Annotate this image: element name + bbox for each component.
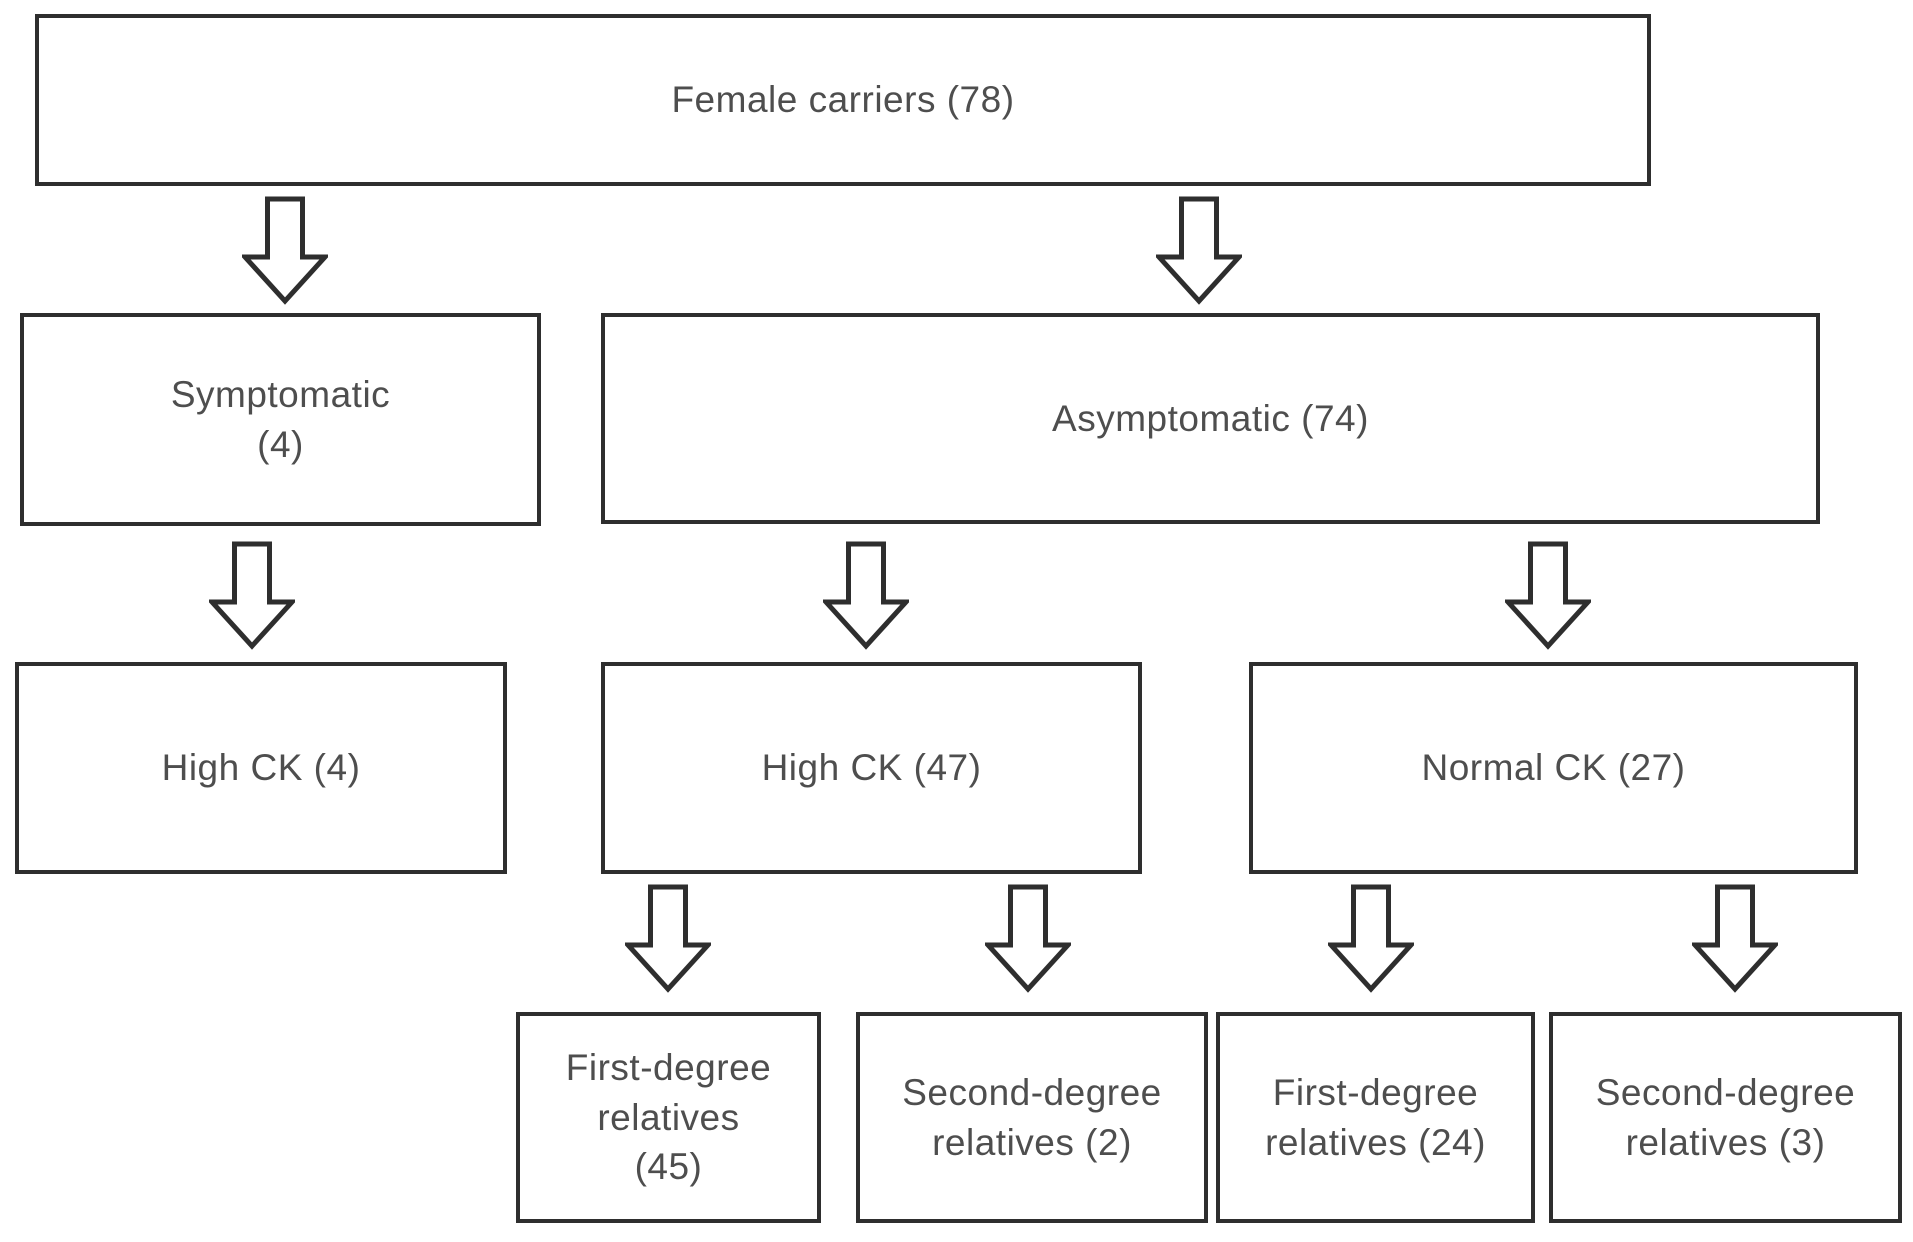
node-female-carriers-label: Female carriers (78): [671, 79, 1015, 121]
node-second-degree-relatives-3: Second-degree relatives (3): [1549, 1012, 1902, 1223]
node-second-degree-relatives-2-label: Second-degree relatives (2): [902, 1071, 1162, 1163]
node-normal-ck-27: Normal CK (27): [1249, 662, 1858, 874]
arrow-asymptomatic-to-normal-ck-27-icon: [1505, 541, 1591, 650]
arrow-female-carriers-to-asymptomatic-icon: [1156, 196, 1242, 305]
node-first-degree-relatives-45: First-degree relatives (45): [516, 1012, 821, 1223]
arrow-high-ck-47-to-first-degree-relatives-45-icon: [625, 884, 711, 993]
node-asymptomatic: Asymptomatic (74): [601, 313, 1820, 524]
node-second-degree-relatives-2: Second-degree relatives (2): [856, 1012, 1208, 1223]
node-symptomatic-label: Symptomatic (4): [170, 373, 391, 465]
node-high-ck-4-label: High CK (4): [161, 747, 361, 789]
node-normal-ck-27-label: Normal CK (27): [1421, 747, 1686, 789]
arrow-asymptomatic-to-high-ck-47-icon: [823, 541, 909, 650]
arrow-high-ck-47-to-second-degree-relatives-2-icon: [985, 884, 1071, 993]
node-symptomatic: Symptomatic (4): [20, 313, 541, 526]
node-high-ck-47-label: High CK (47): [761, 747, 982, 789]
arrow-female-carriers-to-symptomatic-icon: [242, 196, 328, 305]
arrow-symptomatic-to-high-ck-4-icon: [209, 541, 295, 650]
node-high-ck-47: High CK (47): [601, 662, 1142, 874]
node-female-carriers: Female carriers (78): [35, 14, 1651, 186]
node-first-degree-relatives-24: First-degree relatives (24): [1216, 1012, 1535, 1223]
node-high-ck-4: High CK (4): [15, 662, 507, 874]
arrow-normal-ck-27-to-first-degree-relatives-24-icon: [1328, 884, 1414, 993]
arrow-normal-ck-27-to-second-degree-relatives-3-icon: [1692, 884, 1778, 993]
node-first-degree-relatives-45-label: First-degree relatives (45): [565, 1046, 772, 1188]
node-first-degree-relatives-24-label: First-degree relatives (24): [1265, 1071, 1486, 1163]
node-asymptomatic-label: Asymptomatic (74): [1052, 397, 1369, 439]
node-second-degree-relatives-3-label: Second-degree relatives (3): [1595, 1071, 1856, 1163]
